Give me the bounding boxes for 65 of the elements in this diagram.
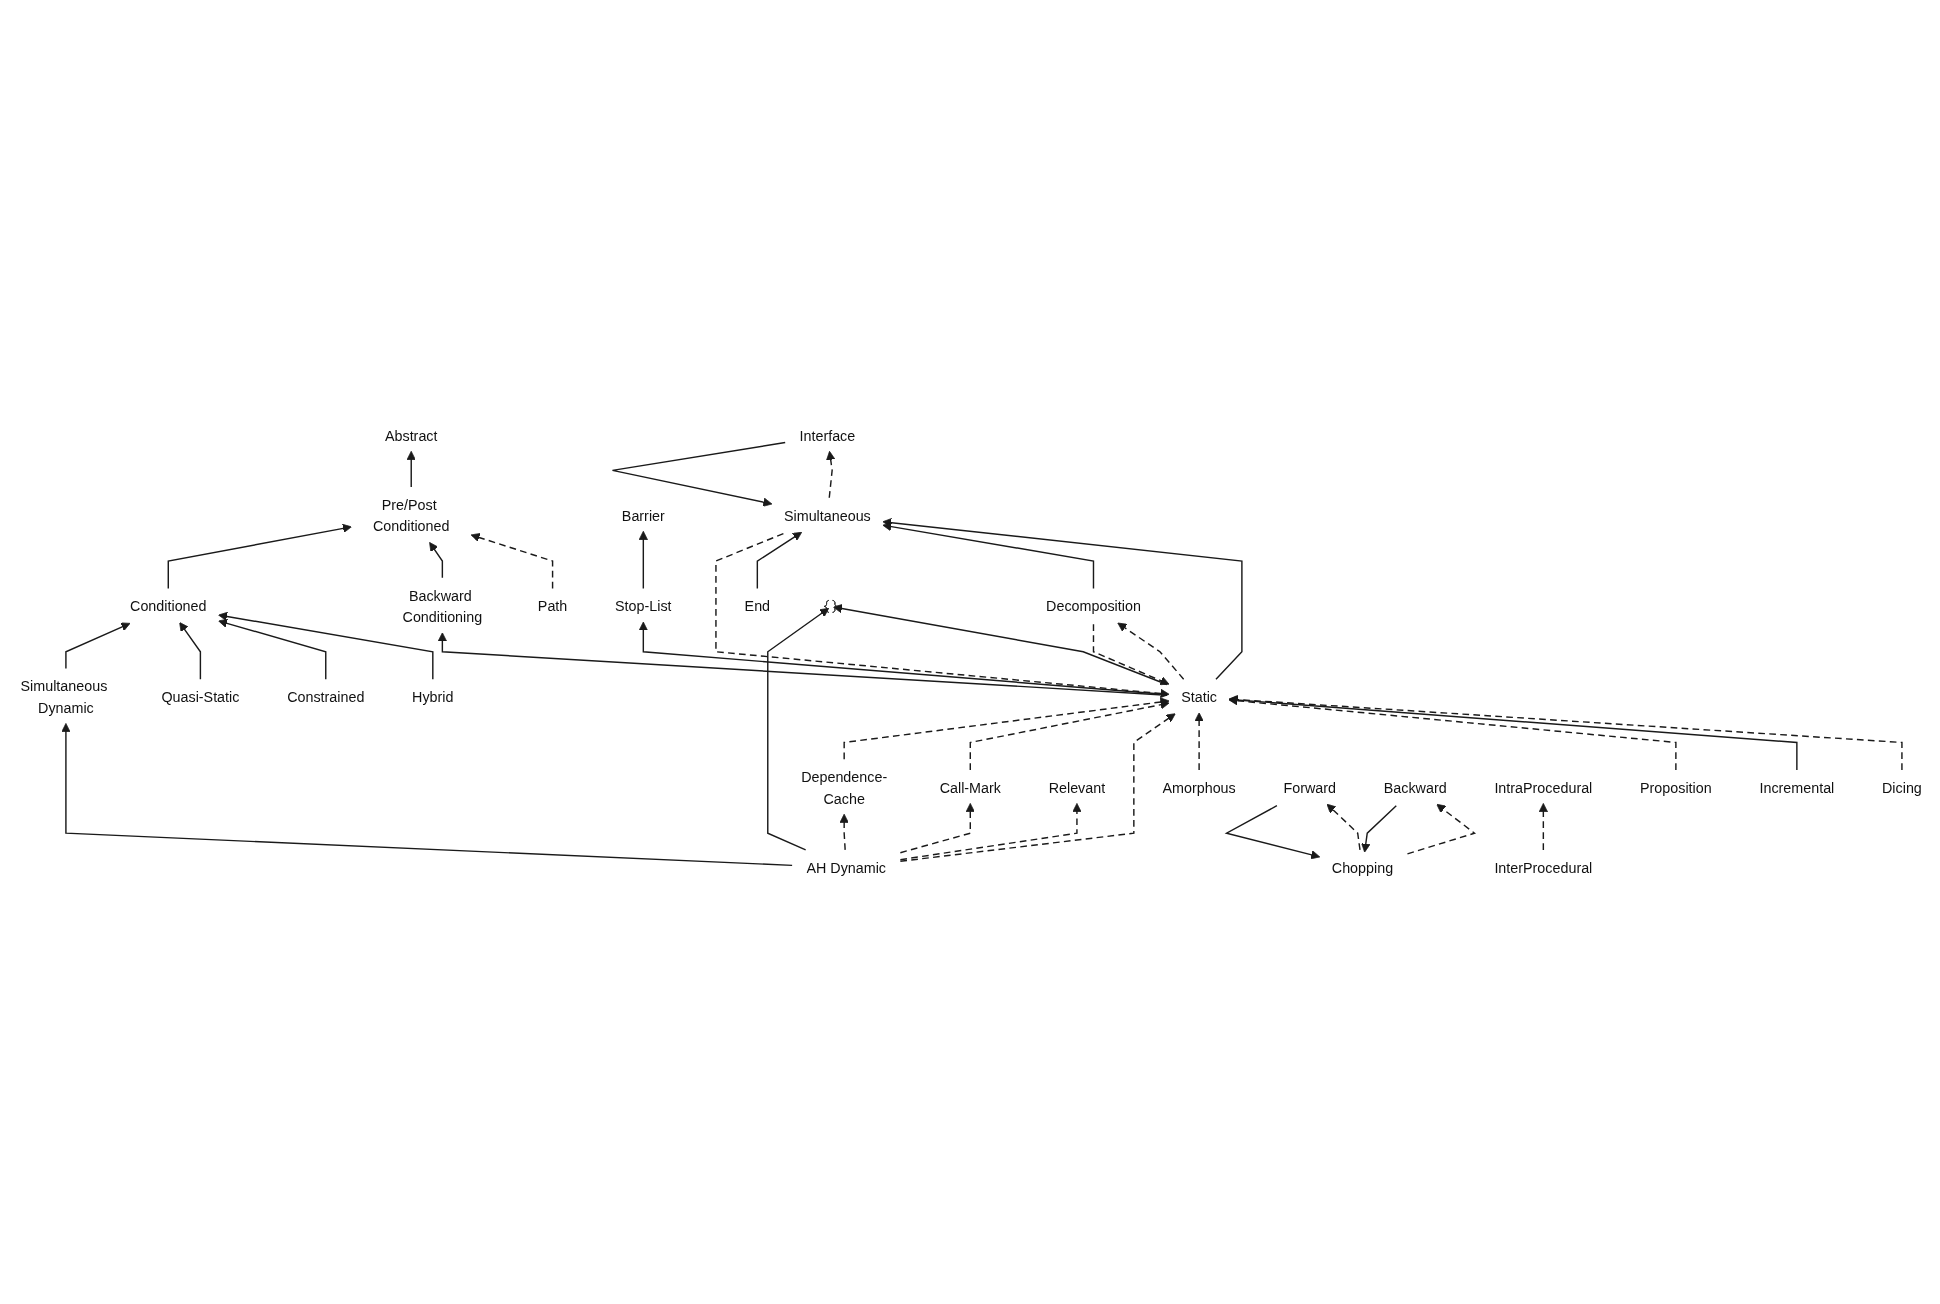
node-text: Simultaneous	[783, 508, 871, 524]
node-text: Barrier	[621, 508, 665, 524]
arrow	[899, 803, 1082, 861]
node-text: IntraProcedural	[1494, 780, 1593, 796]
arrow	[65, 622, 131, 670]
node-text: Amorphous	[1162, 780, 1236, 796]
node-text: Call-Mark	[939, 780, 1001, 796]
arrow	[638, 621, 1168, 696]
arrow	[1538, 803, 1548, 851]
node-text: Forward	[1283, 780, 1337, 796]
node-text: Hybrid	[412, 689, 454, 706]
arrow	[1228, 695, 1903, 771]
node-text: Quasi-Static	[161, 689, 240, 706]
arrow	[1228, 695, 1798, 771]
arrow	[638, 531, 648, 590]
arrow	[1194, 712, 1204, 771]
arrow	[1224, 805, 1321, 860]
arrow	[882, 522, 1095, 590]
arrow	[429, 542, 444, 579]
node-text: Chopping	[1331, 860, 1394, 876]
arrow	[833, 604, 1168, 686]
arrow	[899, 803, 975, 854]
arrow	[843, 697, 1170, 761]
arrow	[1361, 805, 1397, 853]
node-text: Abstract	[384, 428, 438, 444]
node-text: AH Dynamic	[806, 860, 887, 876]
arrow	[839, 814, 849, 851]
node-text: Simultaneous Dynamic	[20, 678, 108, 716]
arrow	[611, 442, 786, 507]
arrow	[470, 533, 554, 590]
node-text: Interface	[799, 428, 856, 444]
arrow	[899, 713, 1176, 863]
arrow	[1092, 623, 1170, 686]
arrow	[1406, 804, 1477, 855]
node-text: Backward	[1383, 780, 1447, 796]
node-text: InterProcedural	[1494, 860, 1593, 876]
node-text: Dependence-Cache	[801, 769, 888, 807]
node-text: Path	[537, 598, 568, 615]
arrow	[167, 524, 352, 590]
arrow	[218, 619, 327, 681]
node-text: Proposition	[1640, 780, 1712, 796]
node-text: Constrained	[287, 689, 365, 706]
node-text: Static	[1181, 689, 1218, 706]
arrow	[1326, 803, 1361, 851]
arrow	[179, 622, 202, 681]
node-text: Stop-List	[615, 598, 672, 615]
arrow	[767, 608, 830, 851]
node-text: Decomposition	[1046, 598, 1141, 615]
arrow	[1117, 622, 1185, 681]
node-text: Relevant	[1048, 780, 1106, 796]
node-text: Conditioned	[130, 598, 207, 615]
node-text: Dicing	[1882, 780, 1922, 796]
arrow	[1228, 696, 1677, 771]
node-text: Incremental	[1759, 780, 1835, 796]
node-text: Pre/Post Conditioned	[373, 497, 450, 535]
arrow	[406, 451, 416, 488]
arrow	[61, 723, 793, 867]
arrow	[218, 612, 434, 681]
node-text: End	[744, 598, 771, 615]
arrow	[882, 518, 1243, 681]
arrow	[715, 533, 1170, 699]
arrow	[969, 700, 1170, 771]
arrow	[756, 532, 803, 590]
node-text: Backward Conditioning	[402, 588, 483, 626]
arrow	[826, 451, 836, 499]
